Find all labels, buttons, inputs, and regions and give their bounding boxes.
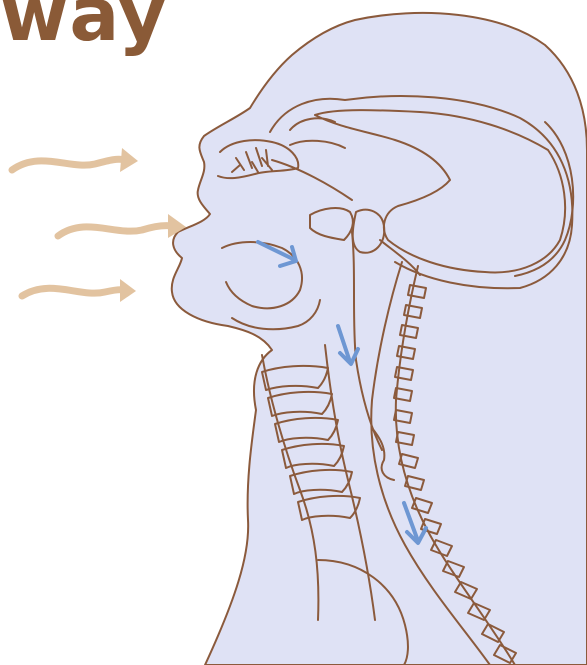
airflow-arrow-1	[12, 148, 138, 172]
airflow-arrow-2	[58, 214, 186, 238]
airflow-arrow-3	[22, 279, 136, 302]
airflow-arrows	[12, 148, 186, 302]
